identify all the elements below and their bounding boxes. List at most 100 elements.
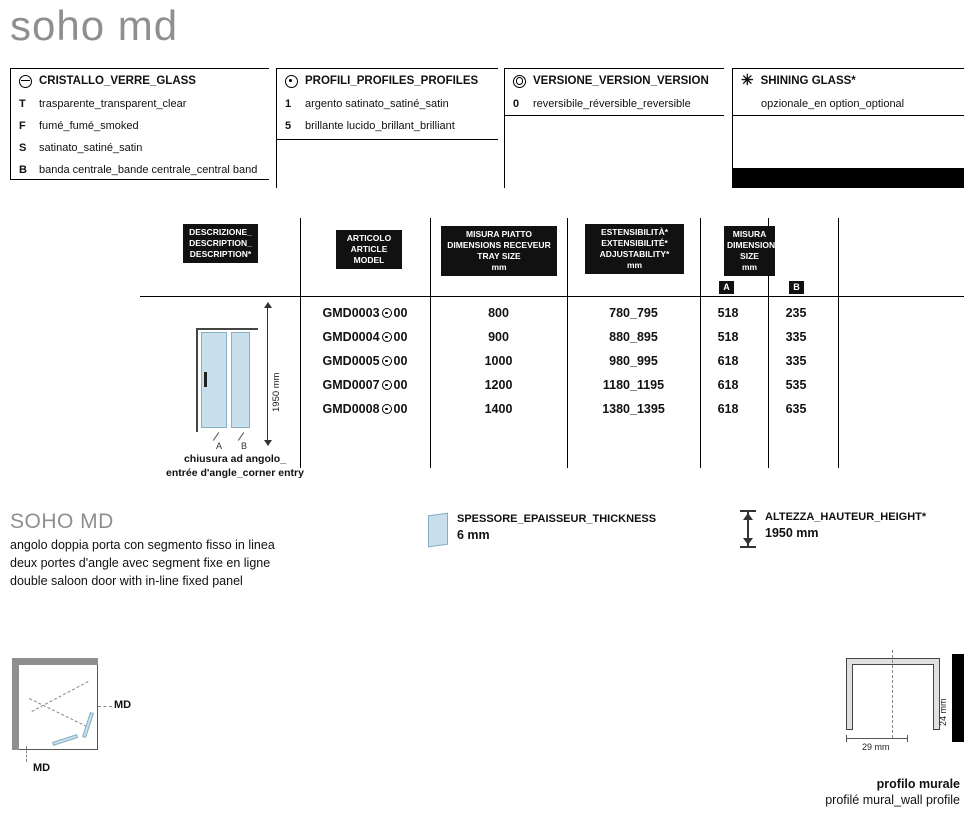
legend-item: 1 argento satinato_satiné_satin: [285, 93, 492, 115]
legend-item-code: 1: [285, 98, 292, 110]
legend-shining-box: ✳ SHINING GLASS* opzionale_en option_opt…: [732, 68, 964, 116]
table-divider: [430, 218, 431, 468]
legend-shining-header: ✳ SHINING GLASS*: [741, 73, 958, 89]
legend-item: opzionale_en option_optional: [741, 93, 958, 115]
article-cell: GMD0004 00: [302, 325, 428, 349]
column-subheader-a: A: [719, 281, 734, 294]
article-code-suffix: 00: [393, 402, 408, 416]
door-handle: [204, 372, 207, 387]
adjustability-cell: 1180_1195: [602, 378, 665, 392]
profile-code-icon: [381, 332, 392, 342]
adjustability-cell: 780_795: [609, 306, 658, 320]
legend-item-code: [741, 93, 753, 115]
top-rail: [196, 328, 258, 330]
profile-dim-line: [846, 738, 908, 739]
table-column-header-adjustability: ESTENSIBILITÀ* EXTENSIBILITÉ* ADJUSTABIL…: [585, 224, 684, 275]
tray-size-cell: 800: [488, 306, 509, 320]
article-code-suffix: 00: [393, 330, 408, 344]
article-cell: GMD0007 00: [302, 373, 428, 397]
table-column-header-size: MISURA DIMENSION SIZE mm: [724, 226, 775, 277]
tray-size-cell: 1000: [484, 354, 513, 368]
legend-item-label: argento satinato_satiné_satin: [305, 98, 449, 110]
product-description-fr: deux portes d'angle avec segment fixe en…: [10, 556, 271, 570]
legend-item-label: brillante lucido_brillant_brilliant: [305, 120, 455, 132]
legend-item-code: 0: [513, 98, 520, 110]
column-subheader-b: B: [789, 281, 804, 294]
legend-item: T trasparente_transparent_clear: [19, 93, 263, 115]
legend-profiles-title: PROFILI_PROFILES_PROFILES: [305, 75, 479, 87]
article-code-prefix: GMD0007: [322, 378, 380, 392]
legend-profiles-header: PROFILI_PROFILES_PROFILES: [285, 73, 492, 89]
size-b-cell: 335: [785, 354, 807, 368]
legend-item: F fumé_fumé_smoked: [19, 115, 263, 137]
dim-label-b: B: [241, 441, 248, 451]
dim-label-a: A: [216, 441, 223, 451]
table-row: GMD0005 00 1000 980_995 618 335: [0, 349, 964, 373]
profile-caption-line1: profilo murale: [876, 777, 960, 791]
table-divider: [700, 218, 701, 468]
size-b-cell: 535: [785, 378, 807, 392]
profile-dim-horizontal: 29 mm: [862, 742, 890, 752]
legend-glass-title: CRISTALLO_VERRE_GLASS: [39, 75, 196, 87]
adjustability-cell: 980_995: [609, 354, 658, 368]
article-code-prefix: GMD0004: [322, 330, 380, 344]
thickness-value: 6 mm: [457, 528, 490, 542]
legend-item-code: S: [19, 142, 27, 154]
table-divider: [768, 218, 769, 468]
article-code-suffix: 00: [393, 354, 408, 368]
legend-shining-title: SHINING GLASS*: [760, 75, 856, 87]
profile-dim-vertical: 24 mm: [938, 698, 948, 726]
size-b-cell: 335: [785, 330, 807, 344]
size-a-cell: 518: [717, 306, 739, 320]
leader-line: [98, 706, 112, 707]
legend-item: S satinato_satiné_satin: [19, 137, 263, 159]
size-a-cell: 618: [717, 402, 739, 416]
legend-item-label: banda centrale_bande centrale_central ba…: [39, 164, 258, 176]
table-column-header-article: ARTICOLO ARTICLE MODEL: [336, 230, 402, 270]
size-b-cell: 235: [785, 306, 807, 320]
article-cell: GMD0005 00: [302, 349, 428, 373]
profile-channel: [852, 664, 934, 730]
legend-item-label: satinato_satiné_satin: [39, 142, 143, 154]
wall-line: [196, 328, 198, 432]
glass-panel: [201, 332, 227, 428]
diagram-caption: chiusura ad angolo_ entrée d'angle_corne…: [150, 452, 320, 480]
product-description: angolo doppia porta con segmento fisso i…: [10, 536, 275, 590]
table-divider: [567, 218, 568, 468]
dim-tick: [212, 432, 220, 441]
height-title: ALTEZZA_HAUTEUR_HEIGHT*: [765, 511, 927, 523]
product-name: SOHO MD: [10, 510, 114, 533]
dim-tick: [907, 735, 908, 742]
legend-item: 0 reversibile_réversible_reversible: [513, 93, 718, 115]
legend-item-label: reversibile_réversible_reversible: [533, 98, 691, 110]
height-dimension-label: 1950 mm: [271, 372, 282, 412]
table-divider: [300, 218, 301, 468]
legend-glass-box: CRISTALLO_VERRE_GLASS T trasparente_tran…: [10, 68, 269, 180]
product-description-it: angolo doppia porta con segmento fisso i…: [10, 538, 275, 552]
adjustability-cell: 1380_1395: [602, 402, 665, 416]
height-arrow-icon: [740, 510, 756, 548]
diagram-caption-line2: entrée d'angle_corner entry: [166, 467, 304, 479]
article-code-prefix: GMD0005: [322, 354, 380, 368]
tray-size-cell: 900: [488, 330, 509, 344]
plan-wall-left: [12, 658, 19, 750]
leader-line: [26, 746, 27, 762]
dim-tick: [237, 432, 245, 441]
article-code-suffix: 00: [393, 378, 408, 392]
legend-divider: [504, 116, 505, 188]
article-code-suffix: 00: [393, 306, 408, 320]
legend-item: B banda centrale_bande centrale_central …: [19, 159, 263, 181]
size-a-cell: 618: [717, 354, 739, 368]
table-column-header-tray-size: MISURA PIATTO DIMENSIONS RECEVEUR TRAY S…: [441, 226, 557, 277]
legend-item-code: F: [19, 120, 26, 132]
legend-item-label: opzionale_en option_optional: [761, 98, 905, 110]
table-divider: [838, 218, 839, 468]
height-value: 1950 mm: [765, 526, 819, 540]
tray-size-cell: 1200: [484, 378, 513, 392]
